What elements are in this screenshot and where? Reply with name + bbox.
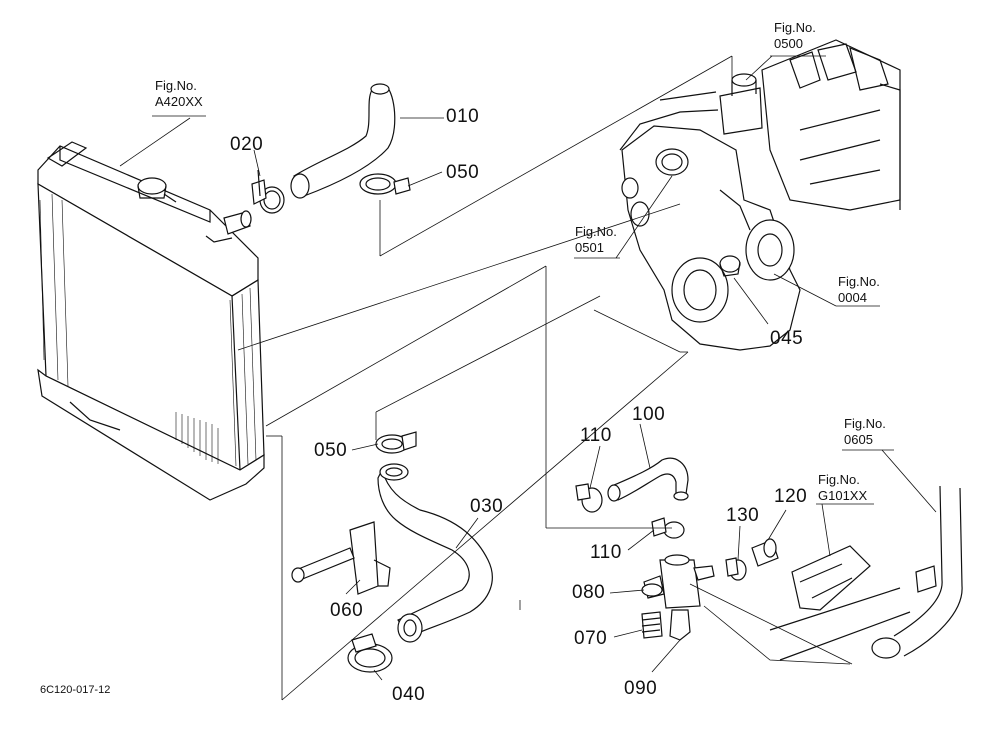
fig-ref-label: Fig.No.: [575, 224, 617, 239]
part-label-020: 020: [230, 134, 264, 155]
part-label-090: 090: [624, 678, 658, 699]
part-label-045: 045: [770, 328, 804, 349]
radiator-drawing: [37, 141, 265, 501]
lower-hose-030-drawing: [377, 463, 493, 643]
bracket-060-drawing: [291, 521, 391, 595]
part-label-050-lower: 050: [314, 440, 348, 461]
fig-ref-number: G101XX: [818, 488, 868, 503]
clamp-020-drawing: [251, 169, 285, 214]
engine-drawing: [619, 39, 901, 351]
bypass-hose-100-drawing: [607, 457, 689, 502]
fig-ref-number: 0605: [844, 432, 873, 447]
fig-ref-label: Fig.No.: [844, 416, 886, 431]
drawing-code: 6C120-017-12: [40, 684, 111, 696]
fig-ref-number: 0004: [838, 290, 867, 305]
tee-fitting-080-drawing: [641, 554, 715, 641]
clamp-110-drawing: [575, 483, 685, 539]
fig-ref-g101xx: Fig.No. G101XX: [818, 472, 867, 504]
frame-g101xx-drawing: [703, 545, 911, 665]
part-label-110-upper: 110: [580, 425, 612, 446]
leader-lines: [119, 55, 937, 701]
part-label-060: 060: [330, 600, 364, 621]
part-label-080: 080: [572, 582, 606, 603]
plug-120-clamp-130-drawing: [725, 538, 779, 581]
part-label-010: 010: [446, 106, 480, 127]
fig-ref-label: Fig.No.: [818, 472, 860, 487]
fig-ref-a420xx: Fig.No. A420XX: [155, 78, 203, 110]
fig-ref-label: Fig.No.: [838, 274, 880, 289]
fig-ref-0500: Fig.No. 0500: [774, 20, 816, 52]
part-label-030: 030: [470, 496, 504, 517]
part-label-110-lower: 110: [590, 542, 622, 563]
pipe-0605-drawing: [871, 485, 963, 659]
fig-ref-0501: Fig.No. 0501: [575, 224, 617, 256]
fig-ref-number: A420XX: [155, 94, 203, 109]
part-label-070: 070: [574, 628, 608, 649]
fig-ref-number: 0501: [575, 240, 604, 255]
part-label-050-upper: 050: [446, 162, 480, 183]
clamp-050-lower-drawing: [375, 431, 417, 454]
part-label-100: 100: [632, 404, 666, 425]
fig-ref-0004: Fig.No. 0004: [838, 274, 880, 306]
fig-ref-0605: Fig.No. 0605: [844, 416, 886, 448]
part-label-040: 040: [392, 684, 426, 705]
clamp-040-drawing: [347, 633, 393, 673]
part-label-120: 120: [774, 486, 808, 507]
fig-ref-number: 0500: [774, 36, 803, 51]
fig-ref-label: Fig.No.: [774, 20, 816, 35]
part-label-130: 130: [726, 505, 760, 526]
clamp-050-upper-drawing: [359, 173, 411, 195]
upper-hose-010-drawing: [290, 83, 396, 199]
fig-ref-label: Fig.No.: [155, 78, 197, 93]
